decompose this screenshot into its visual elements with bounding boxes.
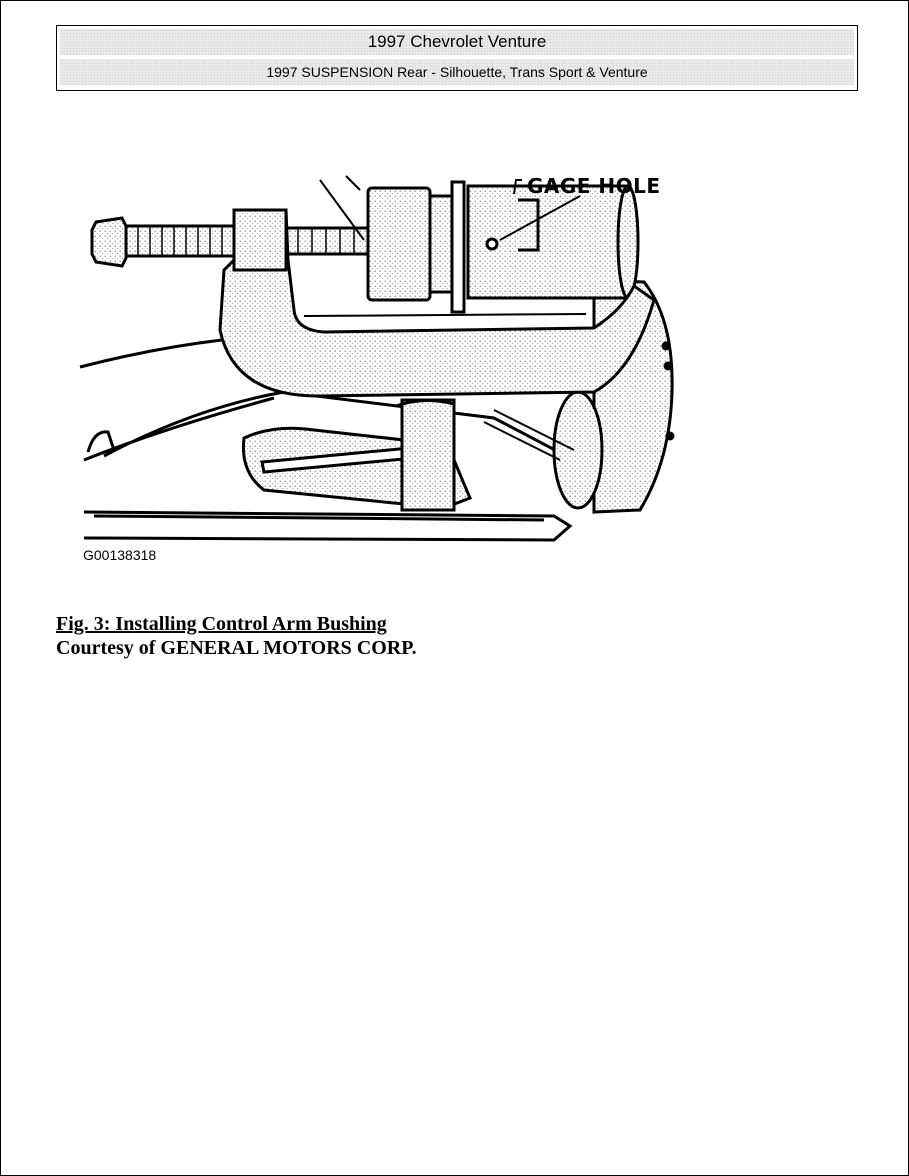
figure-caption: Fig. 3: Installing Control Arm Bushing <box>56 613 387 635</box>
bushing-installation-figure <box>74 160 694 550</box>
control-arm <box>79 338 575 512</box>
document-subtitle: 1997 SUSPENSION Rear - Silhouette, Trans… <box>60 59 854 85</box>
gage-hole-label: GAGE HOLE <box>527 174 661 198</box>
frame-tube <box>83 510 573 542</box>
document-header: 1997 Chevrolet Venture 1997 SUSPENSION R… <box>56 25 858 91</box>
forcing-screw <box>90 216 370 268</box>
figure-id: G00138318 <box>83 547 157 563</box>
linkage-lines <box>319 175 575 461</box>
document-title: 1997 Chevrolet Venture <box>60 29 854 55</box>
c-clamp <box>218 208 656 398</box>
bushing <box>366 180 466 314</box>
figure-courtesy: Courtesy of GENERAL MOTORS CORP. <box>56 637 417 659</box>
receiver-cup <box>466 184 640 300</box>
clamp-illustration <box>79 175 675 542</box>
gage-hole-leader <box>499 179 581 241</box>
